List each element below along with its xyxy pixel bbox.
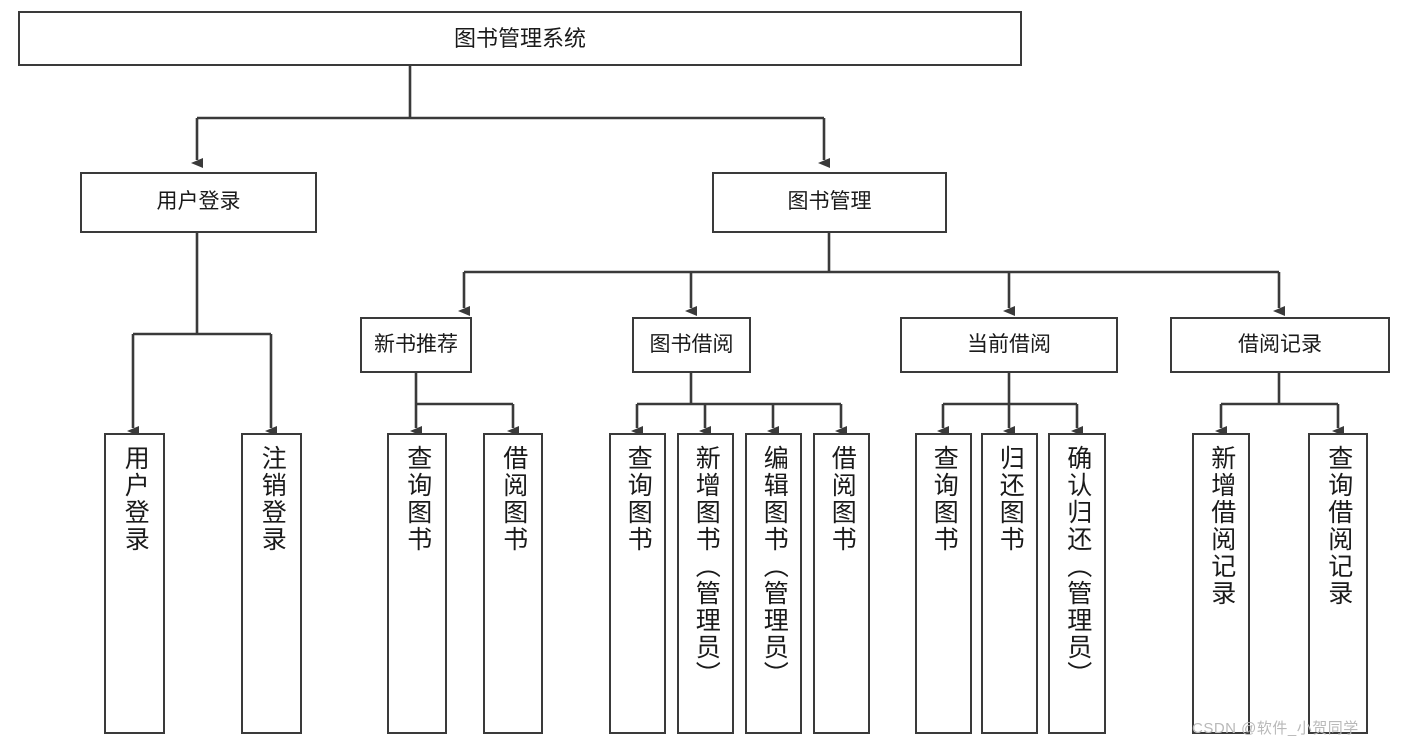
leaf-current-borrow-return[interactable]: 归还图书 — [981, 433, 1038, 734]
node-user-login[interactable]: 用户登录 — [80, 172, 317, 233]
leaf-user-login-signin[interactable]: 用户登录 — [104, 433, 165, 734]
node-label: 图书管理系统 — [453, 25, 586, 51]
node-label: 查询图书 — [624, 445, 653, 553]
node-label: 借阅图书 — [828, 445, 857, 553]
leaf-new-book-query[interactable]: 查询图书 — [387, 433, 447, 734]
node-book-borrow[interactable]: 图书借阅 — [632, 317, 751, 373]
node-label: 借阅图书 — [499, 445, 528, 553]
node-label: 编辑图书（管理员） — [760, 445, 789, 688]
leaf-book-borrow-add[interactable]: 新增图书（管理员） — [677, 433, 734, 734]
leaf-current-borrow-query[interactable]: 查询图书 — [915, 433, 972, 734]
node-label: 新书推荐 — [374, 332, 458, 356]
node-label: 用户登录 — [156, 190, 241, 214]
leaf-book-borrow-edit[interactable]: 编辑图书（管理员） — [745, 433, 802, 734]
leaf-new-book-borrow[interactable]: 借阅图书 — [483, 433, 543, 734]
leaf-borrow-record-query[interactable]: 查询借阅记录 — [1308, 433, 1368, 734]
node-root-book-management-system[interactable]: 图书管理系统 — [18, 11, 1022, 66]
leaf-book-borrow-query[interactable]: 查询图书 — [609, 433, 666, 734]
node-label: 图书借阅 — [649, 332, 734, 356]
node-current-borrow[interactable]: 当前借阅 — [900, 317, 1118, 373]
node-label: 借阅记录 — [1238, 332, 1322, 356]
node-book-management[interactable]: 图书管理 — [712, 172, 947, 233]
leaf-book-borrow-borrow[interactable]: 借阅图书 — [813, 433, 870, 734]
node-label: 当前借阅 — [967, 332, 1051, 356]
node-label: 注销登录 — [258, 445, 287, 553]
leaf-current-borrow-confirm-return[interactable]: 确认归还（管理员） — [1048, 433, 1106, 734]
node-label: 归还图书 — [996, 445, 1025, 553]
node-label: 确认归还（管理员） — [1063, 445, 1092, 688]
leaf-borrow-record-add[interactable]: 新增借阅记录 — [1192, 433, 1250, 734]
node-borrow-record[interactable]: 借阅记录 — [1170, 317, 1390, 373]
node-label: 新增图书（管理员） — [692, 445, 721, 688]
node-label: 查询借阅记录 — [1324, 445, 1353, 607]
watermark: CSDN @软件_小贺同学 — [1192, 720, 1359, 737]
node-label: 查询图书 — [403, 445, 432, 553]
node-label: 新增借阅记录 — [1207, 445, 1236, 607]
node-new-book-recommend[interactable]: 新书推荐 — [360, 317, 472, 373]
leaf-user-login-signout[interactable]: 注销登录 — [241, 433, 302, 734]
node-label: 用户登录 — [121, 445, 150, 553]
node-label: 图书管理 — [787, 190, 872, 214]
node-label: 查询图书 — [930, 445, 959, 553]
